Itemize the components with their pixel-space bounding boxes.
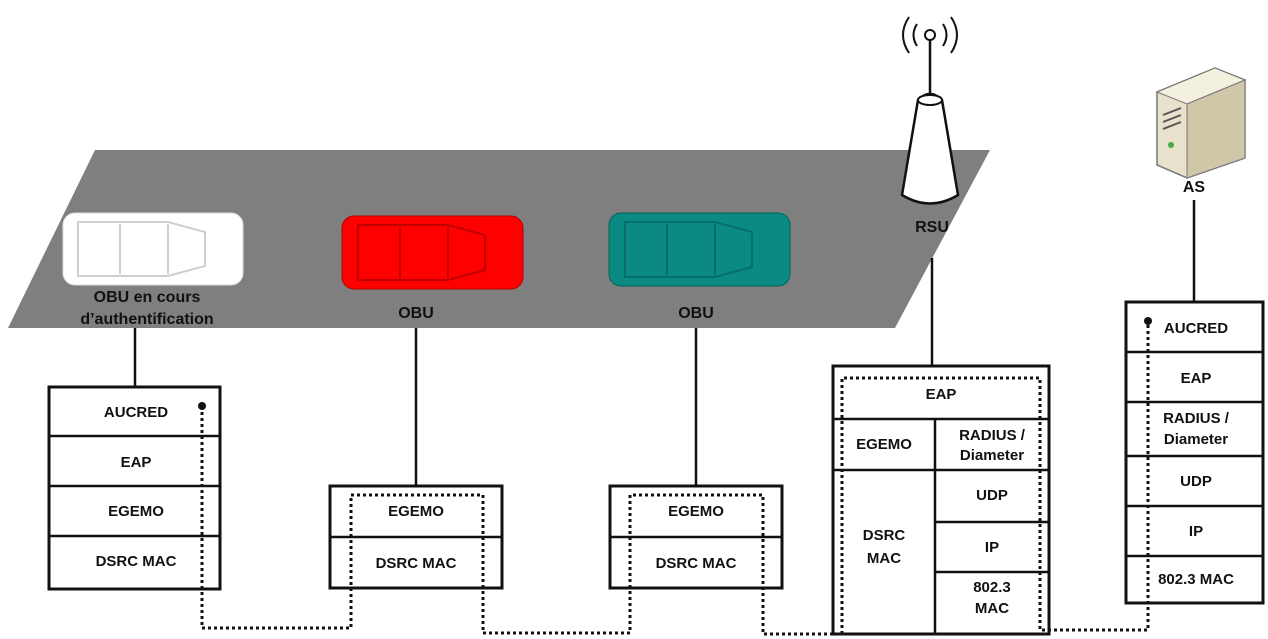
server-icon: [1157, 68, 1245, 178]
obu-red-label: OBU: [398, 305, 434, 322]
layer-udp: UDP: [976, 487, 1008, 504]
layer-udp: UDP: [1180, 473, 1212, 490]
stack-obu-teal: EGEMO DSRC MAC: [610, 486, 782, 588]
layer-mac: MAC: [867, 550, 901, 567]
layer-ip: IP: [985, 539, 999, 556]
layer-egemo: EGEMO: [668, 503, 724, 520]
layer-radius: RADIUS /: [1163, 410, 1230, 427]
layer-aucred: AUCRED: [1164, 320, 1228, 337]
car-red: [342, 216, 523, 289]
car-teal: [609, 213, 790, 286]
layer-radius: RADIUS /: [959, 427, 1026, 444]
layer-egemo: EGEMO: [388, 503, 444, 520]
layer-8023: 802.3: [973, 579, 1011, 596]
layer-eap: EAP: [926, 386, 957, 403]
layer-dsrc-mac: DSRC MAC: [96, 553, 177, 570]
layer-8023-mac: 802.3 MAC: [1158, 571, 1234, 588]
stack-obu-auth: AUCRED EAP EGEMO DSRC MAC: [49, 387, 220, 589]
stack-rsu: EAP EGEMO DSRC MAC RADIUS / Diameter UDP…: [833, 366, 1049, 634]
as-label: AS: [1183, 179, 1206, 196]
obu-teal-label: OBU: [678, 305, 714, 322]
stack-obu-red: EGEMO DSRC MAC: [330, 486, 502, 588]
layer-dsrc: DSRC: [863, 527, 906, 544]
rsu-label: RSU: [915, 219, 949, 236]
layer-dsrc-mac: DSRC MAC: [376, 555, 457, 572]
layer-egemo: EGEMO: [856, 436, 912, 453]
antenna-icon: [902, 17, 958, 204]
layer-eap: EAP: [1181, 370, 1212, 387]
layer-mac-right: MAC: [975, 600, 1009, 617]
obu-auth-label-1: OBU en cours: [94, 289, 201, 306]
layer-eap: EAP: [121, 454, 152, 471]
layer-dsrc-mac: DSRC MAC: [656, 555, 737, 572]
layer-egemo: EGEMO: [108, 503, 164, 520]
layer-aucred: AUCRED: [104, 404, 168, 421]
layer-ip: IP: [1189, 523, 1203, 540]
layer-diameter: Diameter: [1164, 431, 1228, 448]
layer-diameter: Diameter: [960, 447, 1024, 464]
car-white: [63, 213, 243, 285]
obu-auth-label-2: d’authentification: [80, 311, 213, 328]
